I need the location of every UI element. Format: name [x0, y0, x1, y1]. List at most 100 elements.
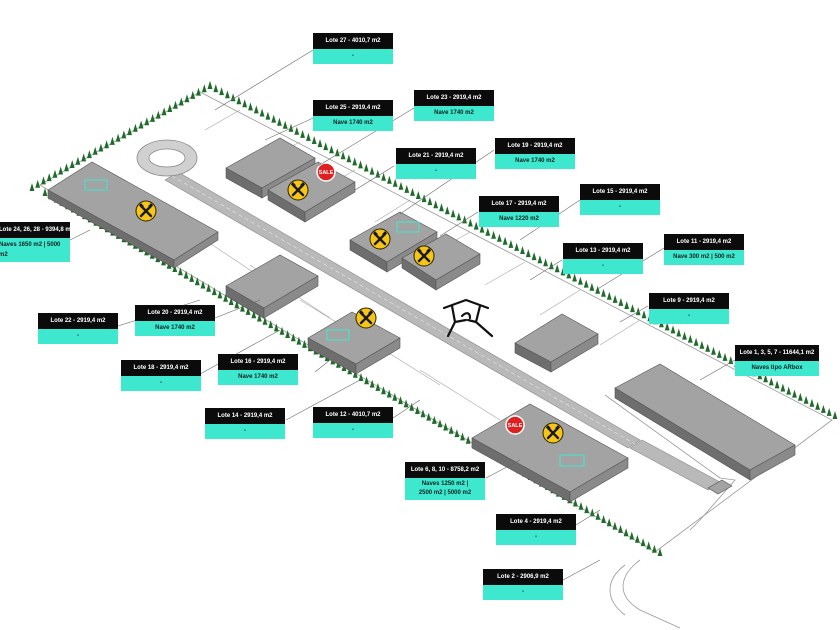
warehouse-lot-6-8-10 — [471, 403, 629, 503]
tree-icon — [398, 181, 404, 190]
tree-icon — [635, 534, 640, 543]
lot-label-27[interactable]: Lote 27 - 4010,7 m2 - — [313, 33, 393, 64]
tree-icon — [268, 320, 274, 329]
lot-title: Lote 18 - 2919,4 m2 — [121, 360, 201, 376]
lot-title: Lote 6, 8, 10 - 8758,2 m2 — [405, 462, 485, 478]
lot-title: Lote 24, 26, 28 - 9394,8 m2 — [0, 222, 74, 238]
tree-icon — [277, 117, 282, 126]
lot-building: - — [38, 329, 118, 344]
tree-icon — [415, 406, 420, 414]
tree-icon — [340, 151, 346, 160]
tree-icon — [786, 386, 792, 395]
tree-icon — [601, 288, 606, 297]
lot-title: Lote 11 - 2919,4 m2 — [664, 234, 744, 250]
tree-icon — [809, 398, 815, 407]
lot-label-23[interactable]: Lote 23 - 2919,4 m2 Nave 1740 m2 — [414, 90, 494, 121]
tree-icon — [566, 270, 572, 279]
tree-icon — [242, 99, 248, 108]
tree-icon — [161, 107, 167, 116]
lot-title: Lote 20 - 2919,4 m2 — [135, 305, 215, 321]
lot-label-11[interactable]: Lote 11 - 2919,4 m2 Nave 300 m2 | 500 m2 — [664, 234, 744, 265]
tree-icon — [196, 87, 201, 96]
tree-icon — [629, 531, 635, 540]
lot-title: Lote 15 - 2919,4 m2 — [580, 184, 660, 200]
tree-icon — [612, 294, 618, 303]
tree-icon — [358, 373, 364, 381]
tree-icon — [184, 94, 190, 103]
lot-label-4[interactable]: Lote 4 - 2919,4 m2 - — [496, 514, 576, 545]
tree-icon — [832, 411, 838, 419]
lot-label-25[interactable]: Lote 25 - 2919,4 m2 Nave 1740 m2 — [313, 100, 393, 131]
lot-label-2[interactable]: Lote 2 - 2906,9 m2 - — [483, 569, 563, 600]
tree-icon — [601, 515, 606, 523]
lot-label-20[interactable]: Lote 20 - 2919,4 m2 Nave 1740 m2 — [135, 305, 215, 336]
tree-icon — [190, 90, 196, 99]
tree-icon — [682, 331, 687, 340]
sale-badge-text: SALE — [508, 423, 523, 429]
lot-label-1-3-5-7[interactable]: Lote 1, 3, 5, 7 - 11644,1 m2 Naves tipo … — [735, 345, 819, 376]
tree-icon — [468, 218, 473, 227]
tree-icon — [606, 518, 612, 527]
lot-label-12[interactable]: Lote 12 - 4010,7 m2 - — [313, 407, 393, 438]
lot-building: - — [121, 376, 201, 391]
lot-label-6-8-10[interactable]: Lote 6, 8, 10 - 8758,2 m2 Naves 1250 m2 … — [405, 462, 485, 500]
tree-icon — [329, 145, 334, 154]
tree-icon — [473, 221, 479, 230]
lot-label-17[interactable]: Lote 17 - 2919,4 m2 Nave 1220 m2 — [479, 196, 559, 227]
entrance-gate — [707, 479, 733, 495]
lot-label-15[interactable]: Lote 15 - 2919,4 m2 - — [580, 184, 660, 215]
tree-icon — [583, 279, 589, 288]
tree-icon — [768, 377, 774, 386]
tree-icon — [200, 280, 206, 289]
tree-icon — [317, 139, 323, 148]
tree-icon — [133, 123, 138, 132]
tree-icon — [69, 160, 75, 168]
lot-building: Nave 1740 m2 — [313, 116, 393, 131]
tree-icon — [444, 206, 450, 215]
lot-title: Lote 12 - 4010,7 m2 — [313, 407, 393, 423]
sale-badge-text: SALE — [319, 170, 334, 176]
tree-icon — [443, 422, 448, 431]
tree-icon — [497, 233, 502, 242]
tree-icon — [687, 334, 693, 343]
lot-label-18[interactable]: Lote 18 - 2919,4 m2 - — [121, 360, 201, 391]
lot-label-22[interactable]: Lote 22 - 2919,4 m2 - — [38, 313, 118, 344]
tree-icon — [624, 301, 630, 309]
tree-icon — [797, 392, 803, 401]
tree-icon — [369, 379, 375, 388]
tree-icon — [230, 93, 236, 102]
lot-title: Lote 17 - 2919,4 m2 — [479, 196, 559, 212]
lot-building: Naves 1250 m2 | 2500 m2 | 5000 m2 — [405, 478, 485, 500]
lot-label-14[interactable]: Lote 14 - 2919,4 m2 - — [205, 408, 285, 439]
tree-icon — [52, 169, 58, 178]
lot-label-9[interactable]: Lote 9 - 2919,4 m2 - — [649, 293, 729, 324]
lot-title: Lote 13 - 2919,4 m2 — [563, 243, 643, 259]
tree-icon — [763, 374, 768, 383]
tree-icon — [183, 270, 189, 279]
tree-icon — [201, 84, 207, 93]
lot-label-21[interactable]: Lote 21 - 2919,4 m2 - — [396, 148, 476, 179]
tree-icon — [127, 127, 132, 136]
tree-icon — [369, 166, 375, 175]
tree-icon — [450, 209, 456, 218]
lot-label-24-26-28[interactable]: Lote 24, 26, 28 - 9394,8 m2 Naves 1650 m… — [0, 222, 74, 262]
tree-icon — [273, 323, 279, 332]
tree-icon — [282, 120, 288, 129]
tree-icon — [42, 188, 48, 196]
tree-icon — [572, 273, 577, 282]
lot-label-13[interactable]: Lote 13 - 2919,4 m2 - — [563, 243, 643, 274]
lot-building: Nave 1740 m2 — [218, 370, 298, 385]
tree-icon — [363, 163, 369, 172]
lot-label-16[interactable]: Lote 16 - 2919,4 m2 Nave 1740 m2 — [218, 354, 298, 385]
lot-building: Nave 1220 m2 — [479, 212, 559, 227]
tree-icon — [87, 150, 92, 159]
tree-icon — [491, 230, 496, 239]
wrench-hammer-icon — [541, 421, 565, 445]
lot-label-19[interactable]: Lote 19 - 2919,4 m2 Nave 1740 m2 — [495, 138, 575, 169]
leader-lines — [69, 49, 736, 581]
tree-icon — [699, 340, 705, 349]
tree-icon — [554, 264, 560, 273]
tree-icon — [431, 415, 437, 424]
tree-icon — [381, 172, 386, 181]
